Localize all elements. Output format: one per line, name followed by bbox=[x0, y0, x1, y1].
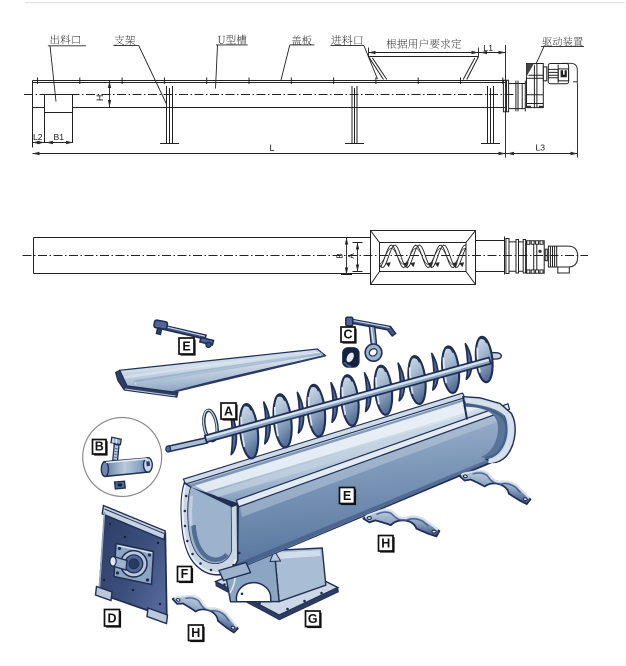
svg-text:B: B bbox=[336, 253, 345, 258]
svg-text:B: B bbox=[95, 439, 104, 453]
svg-text:H: H bbox=[191, 626, 200, 640]
svg-text:H: H bbox=[381, 536, 390, 550]
svg-text:C: C bbox=[343, 327, 352, 341]
svg-text:A: A bbox=[347, 253, 356, 259]
svg-text:B1: B1 bbox=[54, 132, 65, 142]
svg-text:L2: L2 bbox=[33, 132, 43, 142]
svg-text:L: L bbox=[270, 143, 275, 153]
svg-text:A: A bbox=[224, 404, 233, 418]
svg-text:L1: L1 bbox=[484, 43, 494, 53]
svg-text:H: H bbox=[95, 95, 105, 102]
svg-text:E: E bbox=[182, 339, 190, 353]
svg-text:E: E bbox=[343, 489, 351, 503]
svg-text:F: F bbox=[181, 567, 189, 581]
svg-text:D: D bbox=[107, 611, 116, 625]
svg-text:L3: L3 bbox=[536, 143, 546, 153]
svg-text:G: G bbox=[308, 612, 318, 626]
